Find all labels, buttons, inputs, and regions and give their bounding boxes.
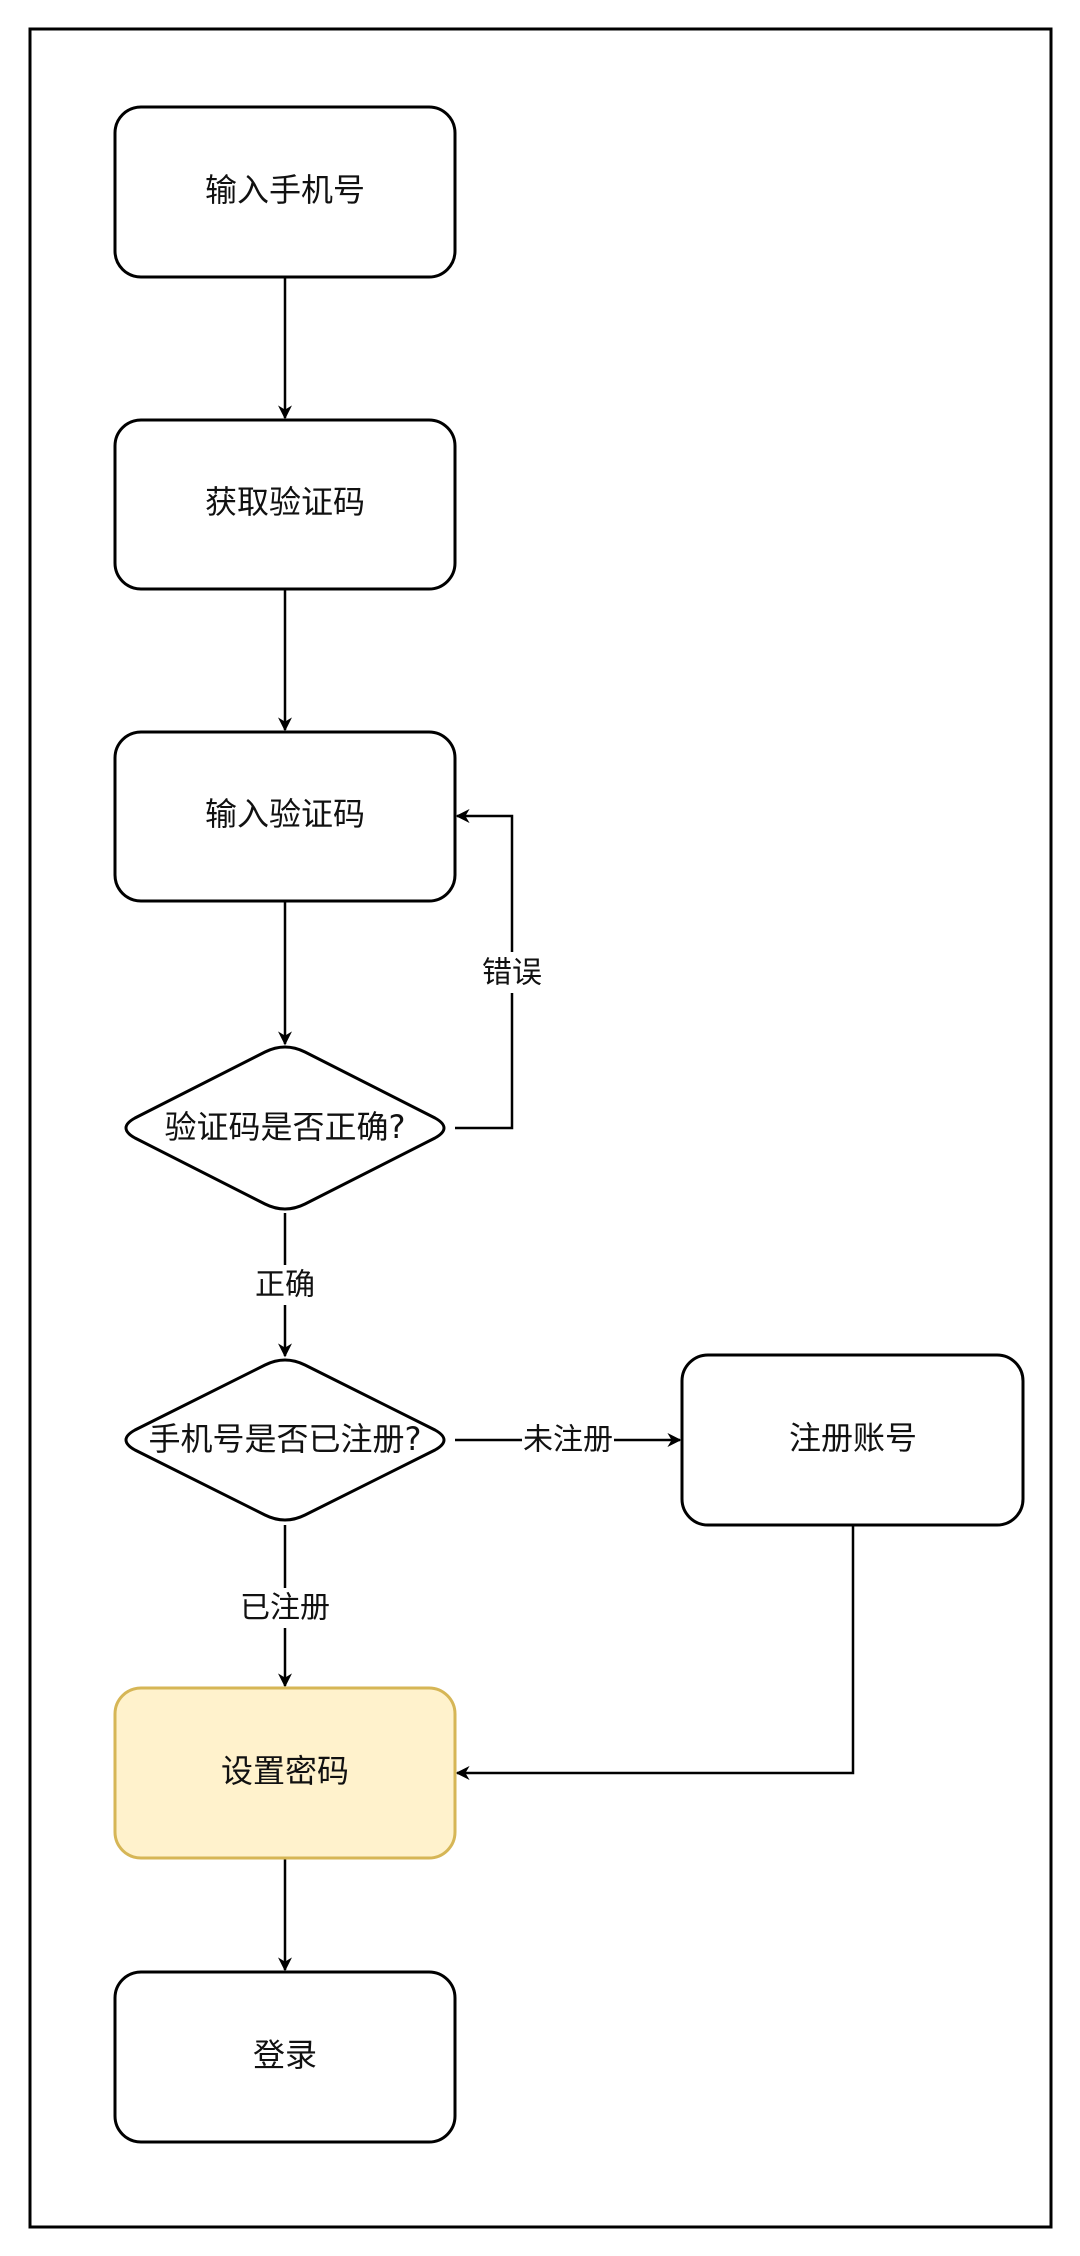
edge-label-registered: 已注册 (240, 1591, 330, 1626)
node-label: 输入手机号 (205, 171, 365, 209)
node-login[interactable]: 登录 (113, 1970, 457, 2144)
node-register-account[interactable]: 注册账号 (680, 1353, 1025, 1527)
node-label: 手机号是否已注册? (149, 1420, 422, 1458)
edge-d1-n3-lower (455, 993, 514, 1130)
decision-code-correct[interactable]: 验证码是否正确? (124, 1045, 446, 1211)
node-label: 设置密码 (221, 1752, 349, 1790)
node-label: 登录 (253, 2036, 317, 2074)
node-label: 注册账号 (789, 1419, 917, 1457)
decision-phone-registered[interactable]: 手机号是否已注册? (124, 1358, 446, 1522)
edges (278, 277, 855, 1972)
node-label: 输入验证码 (205, 795, 365, 833)
node-set-password[interactable]: 设置密码 (113, 1686, 457, 1860)
edge-d1-n3-upper (455, 809, 514, 952)
edge-label-correct: 正确 (255, 1268, 315, 1303)
edge-label-error: 错误 (482, 956, 542, 991)
edge-n4-n5 (455, 1525, 855, 1780)
node-input-phone[interactable]: 输入手机号 (113, 105, 457, 279)
node-get-code[interactable]: 获取验证码 (113, 418, 457, 591)
edge-label-not-registered: 未注册 (523, 1423, 613, 1458)
node-label: 验证码是否正确? (165, 1108, 406, 1146)
node-input-code[interactable]: 输入验证码 (113, 730, 457, 903)
node-label: 获取验证码 (205, 483, 365, 521)
